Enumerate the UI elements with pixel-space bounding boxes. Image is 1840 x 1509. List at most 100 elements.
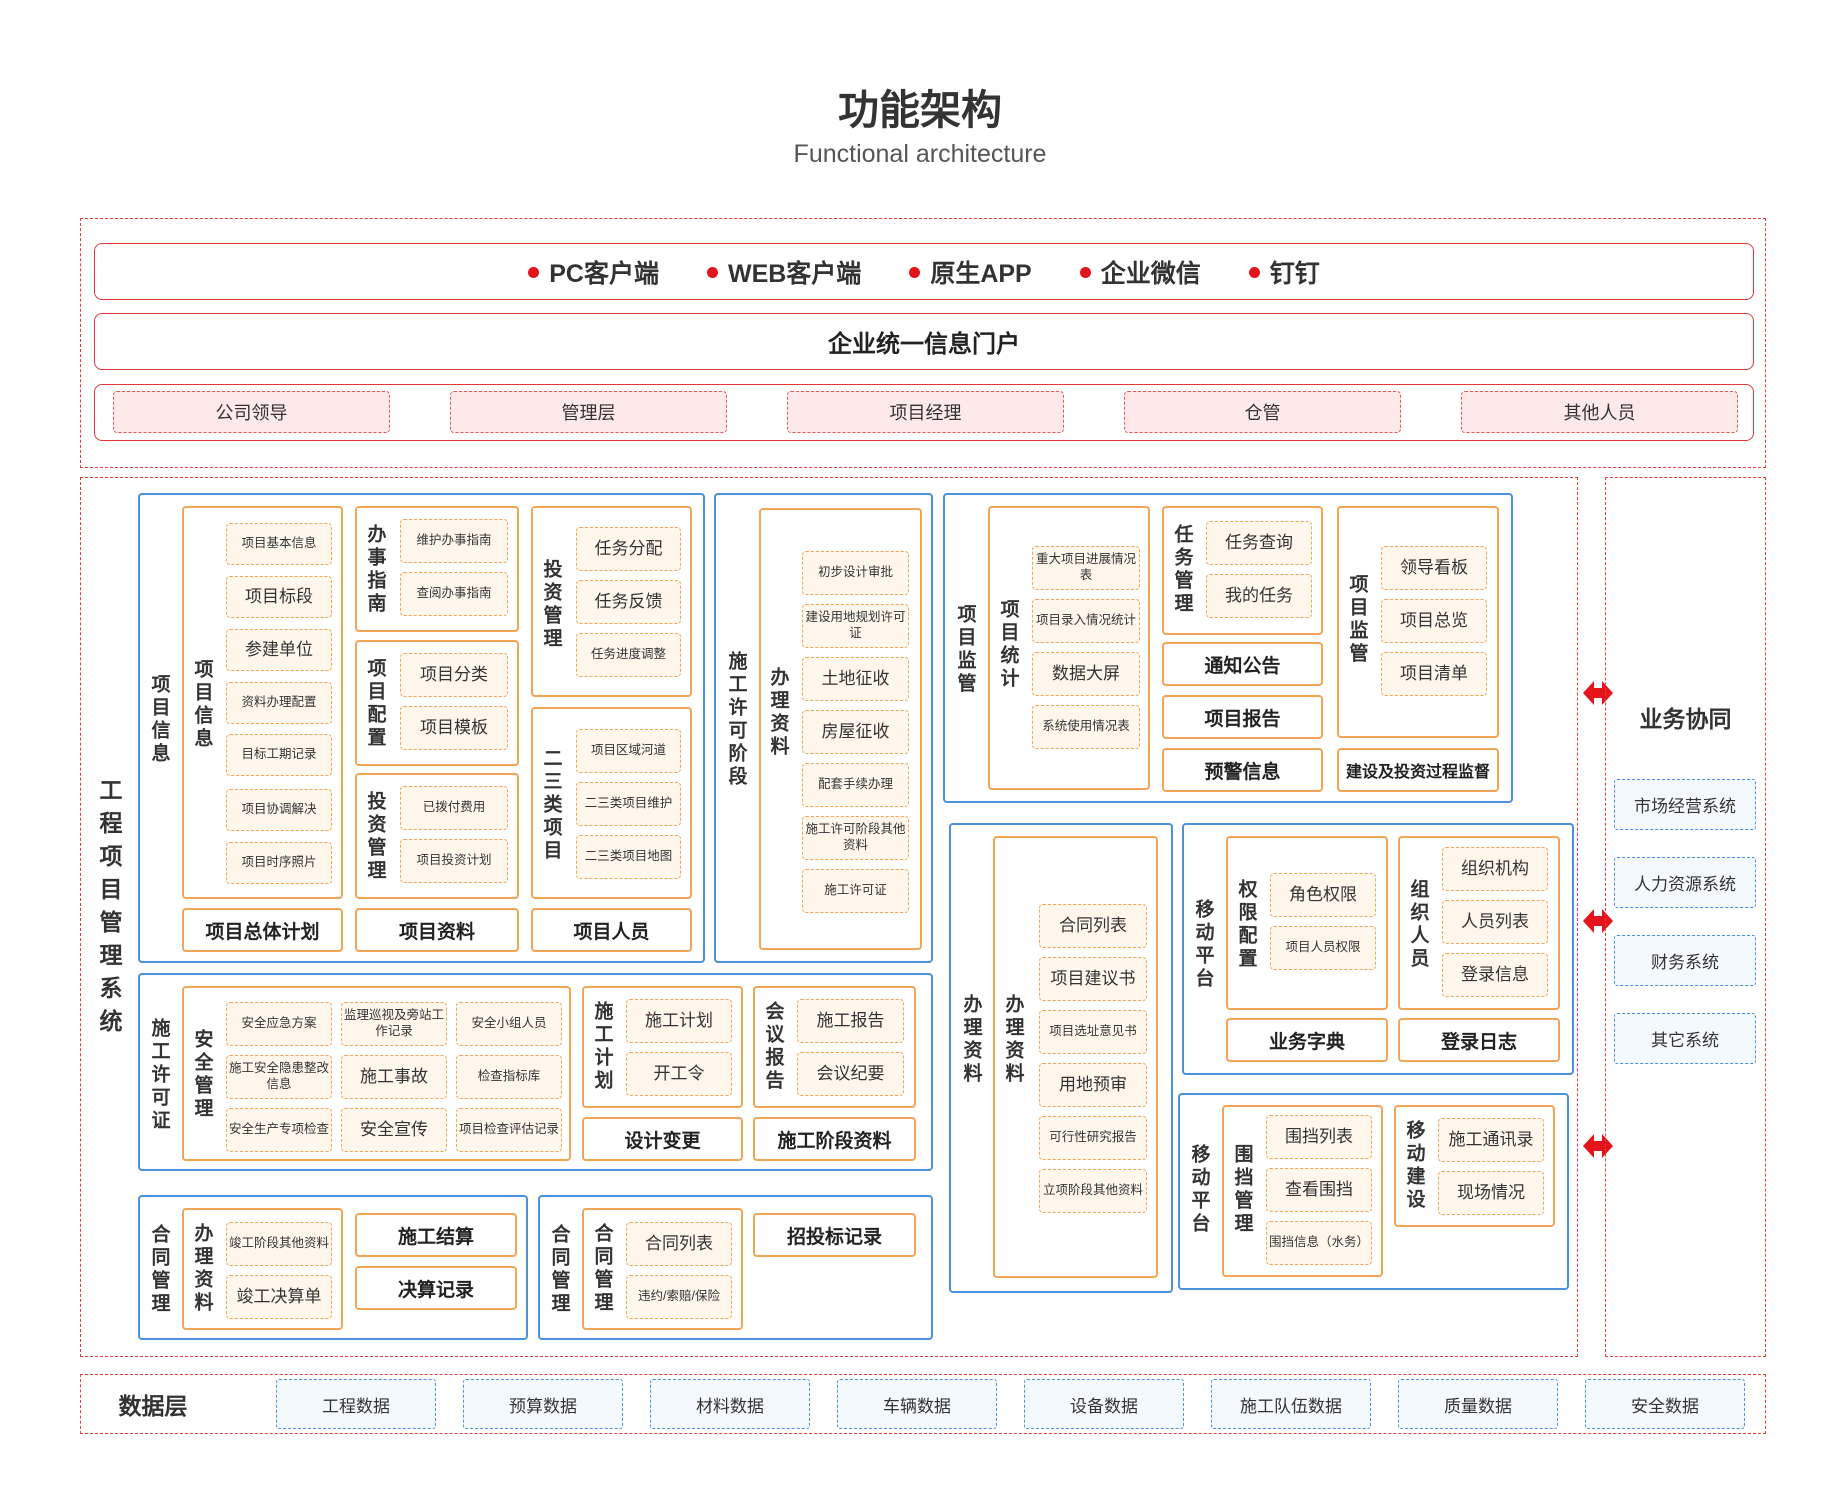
group-box [182, 986, 571, 1161]
group-box [1226, 836, 1388, 1010]
item: 项目投资计划 [400, 839, 508, 883]
panel-label: 移动平台 [1192, 899, 1214, 991]
item: 项目标段 [226, 576, 332, 618]
group-label: 办理资料 [191, 1223, 213, 1315]
footer-box: 施工结算 [355, 1213, 517, 1257]
item: 任务查询 [1206, 521, 1312, 565]
footer-box: 设计变更 [582, 1117, 743, 1161]
data-layer [80, 1374, 1766, 1434]
collab-item: 财务系统 [1614, 935, 1756, 986]
item: 项目协调解决 [226, 789, 332, 831]
item: 任务分配 [576, 527, 681, 571]
item: 施工许可证 [802, 869, 909, 913]
item: 会议纪要 [797, 1052, 904, 1096]
construction-permit-stage-panel [714, 493, 933, 963]
item: 我的任务 [1206, 574, 1312, 618]
project-supervision-panel [943, 493, 1513, 803]
item: 施工计划 [626, 999, 732, 1043]
footer-box: 决算记录 [355, 1266, 517, 1310]
client-item: PC客户端 [528, 254, 659, 290]
item: 施工安全隐患整改信息 [226, 1055, 332, 1099]
contract-panel-right [538, 1195, 933, 1340]
panel-label: 合同管理 [148, 1224, 170, 1316]
item: 施工许可阶段其他资料 [802, 816, 909, 860]
contract-panel-left [138, 1195, 528, 1340]
item: 施工事故 [341, 1055, 447, 1099]
footer-box: 项目报告 [1162, 695, 1323, 739]
item: 项目时序照片 [226, 842, 332, 884]
panel-label: 施工许可证 [148, 1017, 170, 1133]
panel-label: 移动平台 [1188, 1144, 1210, 1236]
item: 二三类项目维护 [576, 782, 681, 826]
panel-label: 合同管理 [548, 1224, 570, 1316]
group-label: 办理资料 [767, 666, 789, 759]
group-label: 项目配置 [364, 658, 386, 750]
client-item: 原生APP [909, 254, 1032, 290]
group-label: 投资管理 [364, 791, 386, 883]
group-box [1398, 836, 1560, 1010]
data-item: 车辆数据 [837, 1379, 997, 1429]
item: 人员列表 [1442, 900, 1548, 944]
data-item: 预算数据 [463, 1379, 623, 1429]
client-bar: PC客户端 WEB客户端 原生APP 企业微信 钉钉 [94, 243, 1754, 300]
system-container [80, 477, 1578, 1357]
item: 任务反馈 [576, 580, 681, 624]
footer-box: 项目资料 [355, 908, 519, 952]
footer-box: 项目总体计划 [182, 908, 343, 952]
item: 初步设计审批 [802, 551, 909, 595]
item: 登录信息 [1442, 953, 1548, 997]
bullet-dot-icon [1079, 267, 1091, 279]
data-item: 工程数据 [276, 1379, 436, 1429]
group-box [993, 836, 1158, 1278]
group-box [988, 506, 1150, 790]
bullet-dot-icon [706, 267, 718, 279]
footer-box: 招投标记录 [753, 1213, 916, 1257]
item: 项目建议书 [1039, 957, 1147, 1001]
item: 开工令 [626, 1052, 732, 1096]
item: 重大项目进展情况表 [1032, 546, 1140, 590]
system-label: 工程项目管理系统 [96, 778, 122, 1042]
role-item: 公司领导 [113, 391, 390, 433]
item: 土地征收 [802, 657, 909, 701]
item: 项目分类 [400, 653, 508, 697]
footer-box: 业务字典 [1226, 1018, 1388, 1062]
bullet-dot-icon [1248, 267, 1260, 279]
item: 角色权限 [1270, 873, 1376, 917]
item: 安全宣传 [341, 1108, 447, 1152]
group-label: 权限配置 [1235, 879, 1257, 971]
group-box [1337, 506, 1499, 738]
group-label: 投资管理 [540, 559, 562, 651]
item: 项目总览 [1381, 599, 1487, 643]
item: 可行性研究报告 [1039, 1116, 1147, 1160]
collab-item: 市场经营系统 [1614, 779, 1756, 830]
group-label: 办理资料 [1002, 994, 1024, 1086]
roles-bar [94, 384, 1754, 441]
client-label: PC客户端 [549, 259, 659, 288]
item: 数据大屏 [1032, 652, 1140, 696]
client-label: 钉钉 [1269, 259, 1320, 288]
item: 竣工阶段其他资料 [226, 1222, 332, 1266]
group-box [355, 506, 519, 632]
group-box [355, 640, 519, 766]
group-label: 合同管理 [591, 1223, 613, 1315]
data-item: 安全数据 [1585, 1379, 1745, 1429]
item: 现场情况 [1438, 1171, 1544, 1215]
item: 项目人员权限 [1270, 926, 1376, 970]
collab-item: 人力资源系统 [1614, 857, 1756, 908]
item: 检查指标库 [456, 1055, 562, 1099]
collab-item: 其它系统 [1614, 1013, 1756, 1064]
data-layer-label: 数据层 [118, 1393, 188, 1419]
group-label: 安全管理 [191, 1029, 213, 1121]
bullet-dot-icon [909, 267, 921, 279]
data-item: 材料数据 [650, 1379, 810, 1429]
item: 项目区域河道 [576, 729, 681, 773]
item: 安全生产专项检查 [226, 1108, 332, 1152]
group-box [753, 986, 916, 1108]
group-box [1162, 506, 1323, 635]
business-collab-panel [1605, 477, 1766, 1357]
item: 项目检查评估记录 [456, 1108, 562, 1152]
footer-box: 通知公告 [1162, 642, 1323, 686]
data-item: 设备数据 [1024, 1379, 1184, 1429]
role-item: 仓管 [1124, 391, 1401, 433]
item: 组织机构 [1442, 847, 1548, 891]
